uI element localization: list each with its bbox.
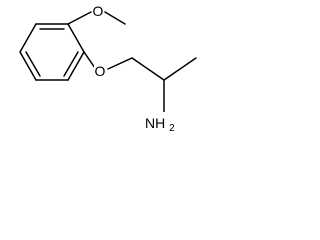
bond-ch2-to-ch <box>131 57 165 81</box>
amine-label-bg <box>144 112 172 132</box>
amine-label: NH 2 <box>145 115 175 134</box>
ether-oxygen-label: O <box>95 63 106 79</box>
bond-methoxy-o-to-methyl <box>104 11 126 25</box>
bond-ring-to-methoxy-o <box>67 11 92 25</box>
ring-bond-6-1 <box>19 23 37 53</box>
amine-nh-label: NH <box>145 115 165 131</box>
ring-bond-2-3 <box>67 23 85 53</box>
amine-subscript: 2 <box>169 123 175 134</box>
ring-double-bond-inner-3 <box>25 51 41 77</box>
benzene-ring <box>19 23 85 81</box>
bond-ch-to-methyl <box>163 57 197 81</box>
methoxy-oxygen-bg <box>92 3 104 19</box>
propoxy-chain <box>83 51 197 113</box>
ether-oxygen-bg <box>94 63 106 79</box>
atom-labels: O O NH 2 <box>92 3 175 134</box>
methoxy-group <box>67 11 126 25</box>
methoxy-oxygen-label: O <box>93 3 104 19</box>
bond-ring-to-ether-o <box>83 51 96 69</box>
ring-bond-5-6 <box>19 51 37 81</box>
chemical-structure: O O NH 2 <box>19 3 197 134</box>
ring-double-bond-inner-2 <box>63 51 79 77</box>
bond-ether-o-to-ch2 <box>107 57 133 70</box>
ring-bond-3-4 <box>67 51 85 81</box>
